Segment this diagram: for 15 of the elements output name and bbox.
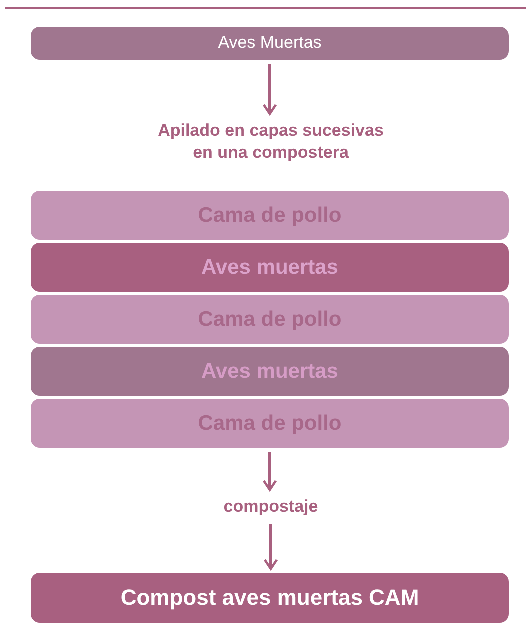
box-label: Aves muertas [202,254,338,281]
step-label: Apilado en capas sucesivas en una compostera [157,120,385,164]
layer-band [31,243,509,292]
layer-band [31,295,509,344]
result-box [31,573,509,623]
layer-band [31,399,509,448]
arrow [264,524,278,570]
arrow [262,452,278,492]
step-label: compostaje [224,496,318,518]
layer-band [31,347,509,396]
box-label: Aves Muertas [218,32,322,54]
box-label: Compost aves muertas CAM [120,584,420,612]
layer-band [31,191,509,240]
process-box [31,27,509,60]
arrow [262,64,278,116]
